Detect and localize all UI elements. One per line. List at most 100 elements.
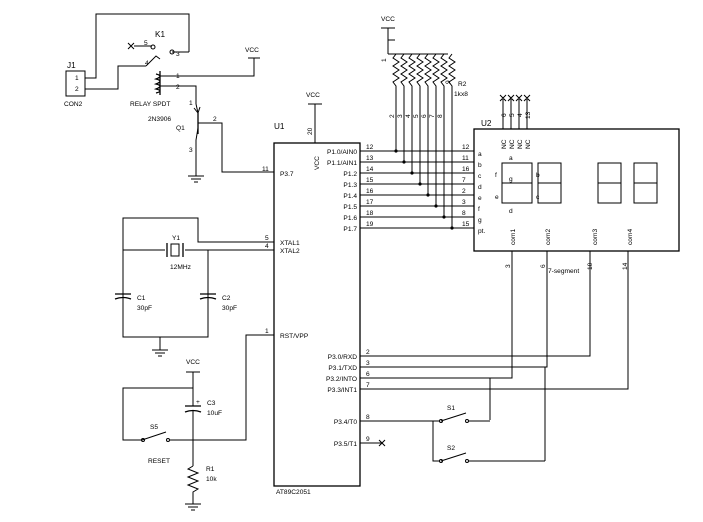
mcu-part: AT89C2051 bbox=[276, 489, 311, 496]
seg-f-pin: 3 bbox=[462, 199, 466, 206]
port3-wiring: S1 S2 bbox=[360, 251, 629, 463]
p1-0-name: P1.0/AIN0 bbox=[327, 149, 357, 156]
oscillator-section: Y1 12MHz C1 30pF C2 30pF bbox=[114, 217, 274, 357]
nc-pin1: 6 bbox=[501, 113, 508, 117]
s2-switch bbox=[440, 452, 545, 462]
bus-junction-dot bbox=[418, 182, 422, 186]
mcu-xtal2-name: XTAL2 bbox=[280, 248, 300, 255]
j1-pin2: 2 bbox=[75, 86, 79, 93]
r2-ref: R2 bbox=[458, 81, 467, 88]
seg-d-name: d bbox=[478, 184, 482, 191]
mcu-vcc-pin-number: 20 bbox=[307, 127, 314, 135]
mcu-p37-name: P3.7 bbox=[280, 171, 294, 178]
resistor-pack-element bbox=[416, 53, 424, 184]
c3-value: 10uF bbox=[207, 410, 222, 417]
s5-ref: S5 bbox=[150, 424, 158, 431]
seg-c-pin: 16 bbox=[462, 166, 470, 173]
r1-resistor bbox=[186, 465, 200, 504]
relay-pin4: 4 bbox=[145, 60, 149, 67]
j1-pin1: 1 bbox=[75, 75, 79, 82]
resistor-pack-element bbox=[448, 53, 456, 228]
p3-3-name: P3.3/INT1 bbox=[327, 387, 357, 394]
mcu-body bbox=[273, 142, 361, 487]
p1-2-name: P1.2 bbox=[343, 171, 357, 178]
c3-ref: C3 bbox=[207, 400, 216, 407]
display-label: 7-segment bbox=[548, 268, 579, 275]
display-body bbox=[473, 128, 680, 252]
crystal-body bbox=[170, 243, 180, 257]
y1-value: 12MHz bbox=[170, 264, 191, 271]
p1-0-pin: 12 bbox=[366, 144, 374, 151]
com1-pin: 3 bbox=[505, 264, 512, 268]
nc-label2: NC bbox=[509, 139, 516, 149]
p1-5-pin: 17 bbox=[366, 199, 374, 206]
q1-pin2: 2 bbox=[213, 116, 217, 123]
resistor-pack-element bbox=[424, 53, 432, 195]
p1-5-name: P1.5 bbox=[343, 204, 357, 211]
relay-contact-common bbox=[145, 55, 161, 67]
display-ref: U2 bbox=[481, 119, 492, 128]
nc-pin3: 4 bbox=[517, 113, 524, 117]
p1-4-pin: 16 bbox=[366, 188, 374, 195]
relay-ref: K1 bbox=[155, 30, 165, 39]
r2-pin4: 4 bbox=[405, 114, 412, 118]
s1-switch bbox=[440, 412, 490, 422]
p1-7-name: P1.7 bbox=[343, 226, 357, 233]
p35-nc-x bbox=[378, 439, 386, 447]
r1-ref: R1 bbox=[206, 466, 215, 473]
bus-junction-dot bbox=[394, 149, 398, 153]
c1-capacitor bbox=[114, 293, 132, 300]
seg-g-pin: 8 bbox=[462, 210, 466, 217]
q1-pin1: 1 bbox=[189, 100, 193, 107]
digit-4 bbox=[633, 162, 658, 204]
relay-pin5: 5 bbox=[144, 40, 148, 47]
digit-seg-g: g bbox=[509, 176, 513, 183]
vcc-reset-label: VCC bbox=[186, 359, 200, 366]
c2-capacitor bbox=[199, 293, 217, 300]
mcu-xtal1-name: XTAL1 bbox=[280, 240, 300, 247]
bus-junction-dot bbox=[442, 215, 446, 219]
seg-e-name: e bbox=[478, 195, 482, 202]
seg-c-name: c bbox=[478, 173, 482, 180]
p3-2-pin: 6 bbox=[366, 371, 370, 378]
r2-value: 1kx8 bbox=[454, 91, 468, 98]
c1-ref: C1 bbox=[137, 295, 146, 302]
mcu-u1: U1 AT89C2051 VCC 20 VCC 11 P3.7 5 XTAL1 … bbox=[262, 92, 374, 496]
ground-osc bbox=[152, 349, 168, 357]
p3-5-name: P3.5/T1 bbox=[334, 441, 357, 448]
relay-pin3: 3 bbox=[176, 51, 180, 58]
mcu-xtal1-pin: 5 bbox=[265, 235, 269, 242]
relay-nc-x-mark bbox=[127, 42, 135, 50]
com2-pin: 6 bbox=[540, 264, 547, 268]
bus-junction-dot bbox=[410, 171, 414, 175]
digit-seg-f: f bbox=[495, 172, 497, 179]
vcc-relay-label: VCC bbox=[245, 47, 259, 54]
p3-1-name: P3.1/TXD bbox=[328, 365, 357, 372]
digit-2 bbox=[537, 162, 562, 204]
nc-pin2: 5 bbox=[509, 113, 516, 117]
p1-6-name: P1.6 bbox=[343, 215, 357, 222]
p1-1-name: P1.1/AIN1 bbox=[327, 160, 357, 167]
mcu-xtal2-pin: 4 bbox=[265, 243, 269, 250]
s5-label: RESET bbox=[148, 458, 170, 465]
q1-type: 2N3906 bbox=[148, 116, 171, 123]
mcu-p37-pin: 11 bbox=[262, 166, 269, 173]
p1-7-pin: 19 bbox=[366, 221, 374, 228]
nc-label4: NC bbox=[525, 139, 532, 149]
r2-pin2: 2 bbox=[389, 114, 396, 118]
com1-name: com1 bbox=[510, 229, 517, 245]
digit-seg-e: e bbox=[495, 194, 499, 201]
reset-section: VCC + C3 10uF S5 RESET R1 10k bbox=[122, 334, 274, 511]
j1-type: CON2 bbox=[64, 101, 83, 108]
seg-g-name: g bbox=[478, 217, 482, 224]
digit-seg-d: d bbox=[509, 208, 513, 215]
seg-pt-pin: 15 bbox=[462, 221, 470, 228]
y1-ref: Y1 bbox=[172, 235, 180, 242]
p3-4-pin: 8 bbox=[366, 414, 370, 421]
r2-pin3: 3 bbox=[397, 114, 404, 118]
mcu-ref: U1 bbox=[274, 122, 285, 131]
nc-pin4: 13 bbox=[525, 111, 532, 119]
mcu-rst-pin: 1 bbox=[265, 328, 269, 335]
segment-bus: VCC R2 1kx8 1 2 3 4 5 6 7 8 9 bbox=[360, 16, 474, 230]
